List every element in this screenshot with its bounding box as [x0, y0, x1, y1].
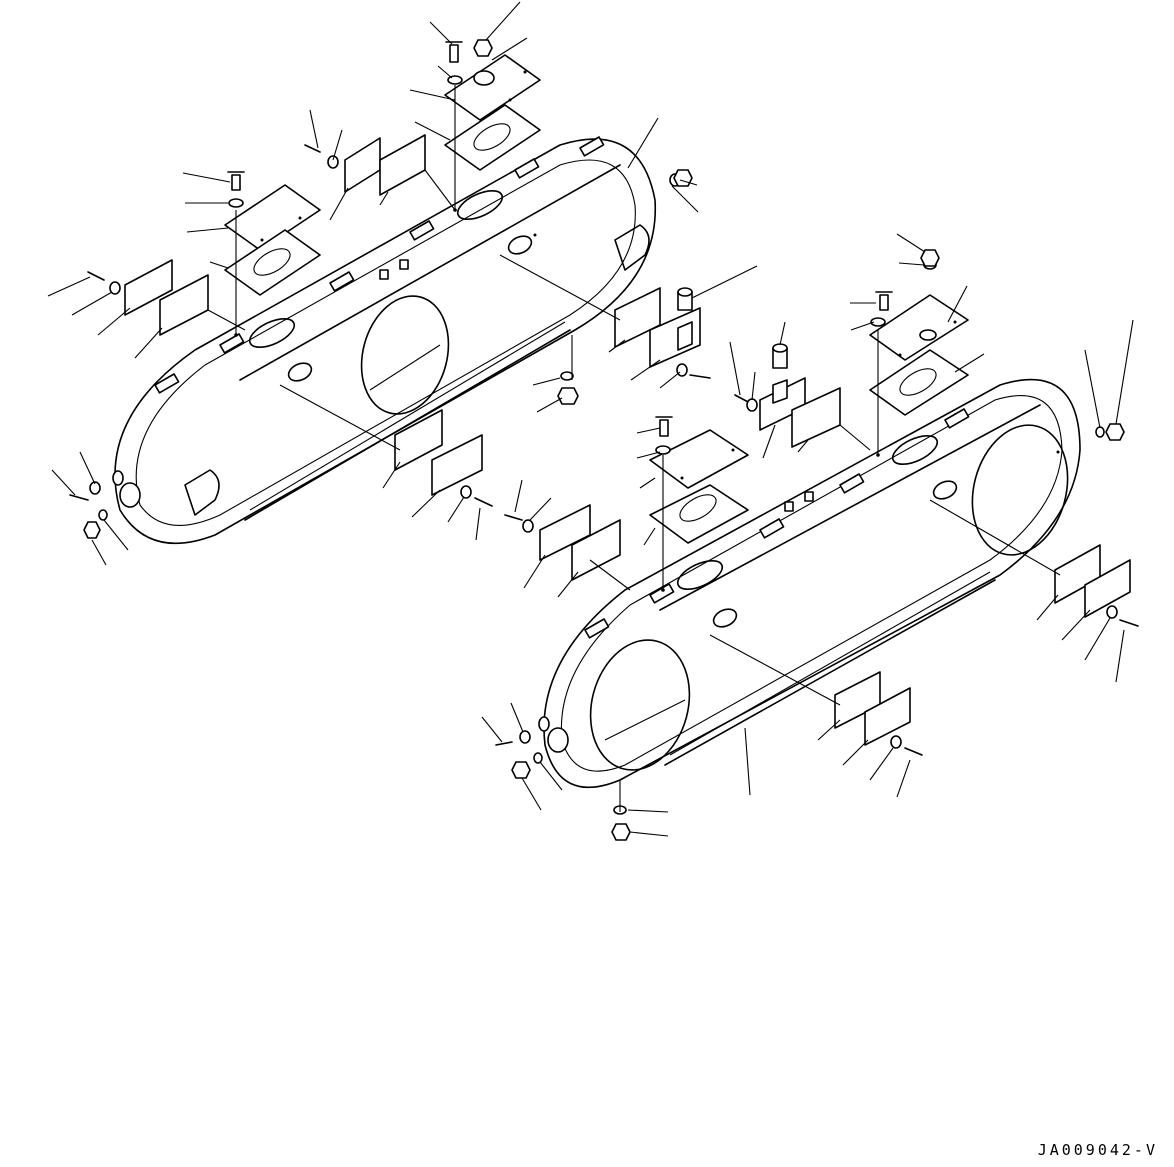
- hole-markers: [234, 70, 1060, 592]
- track-frame-left: [115, 137, 655, 543]
- drawing-code-label: JA009042-V: [1037, 1141, 1158, 1159]
- leader-lines: [48, 2, 1133, 836]
- cover-plates: [125, 55, 1130, 745]
- fasteners: [70, 40, 1138, 840]
- assembly-lines: [208, 85, 1060, 812]
- track-frame-right: [544, 380, 1082, 788]
